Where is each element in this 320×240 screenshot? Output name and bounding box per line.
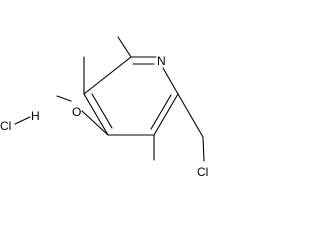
hydrochloride <box>14 116 31 125</box>
atom-label-hcl-chlorine: Cl <box>0 119 11 133</box>
bond-c5-c6 <box>83 56 132 95</box>
atom-label-ring-nitrogen: N <box>157 54 166 68</box>
atom-label-hcl-hydrogen: H <box>31 109 40 123</box>
bond-ch2-cl <box>202 136 205 162</box>
bond-c2-c3-inner <box>150 94 172 130</box>
atom-label-methoxy-oxygen: O <box>72 105 81 119</box>
bond-c2-ch2 <box>177 93 204 138</box>
bond-c4-c5-inner <box>91 93 113 129</box>
bond-c6-methyl <box>117 36 132 58</box>
bond-c4-o <box>81 110 109 136</box>
bond-n1-c2 <box>162 67 179 95</box>
bond-o-methyl <box>56 95 72 102</box>
bond-cl-h <box>14 116 31 125</box>
bond-c4-c5-outer <box>83 93 109 136</box>
atom-label-chloromethyl-chlorine: Cl <box>197 165 208 179</box>
substituents <box>56 36 205 162</box>
pyridine-ring <box>83 56 179 136</box>
bond-c2-c3-outer <box>153 93 179 136</box>
chemical-structure-diagram: N Cl O Cl H <box>0 36 208 179</box>
